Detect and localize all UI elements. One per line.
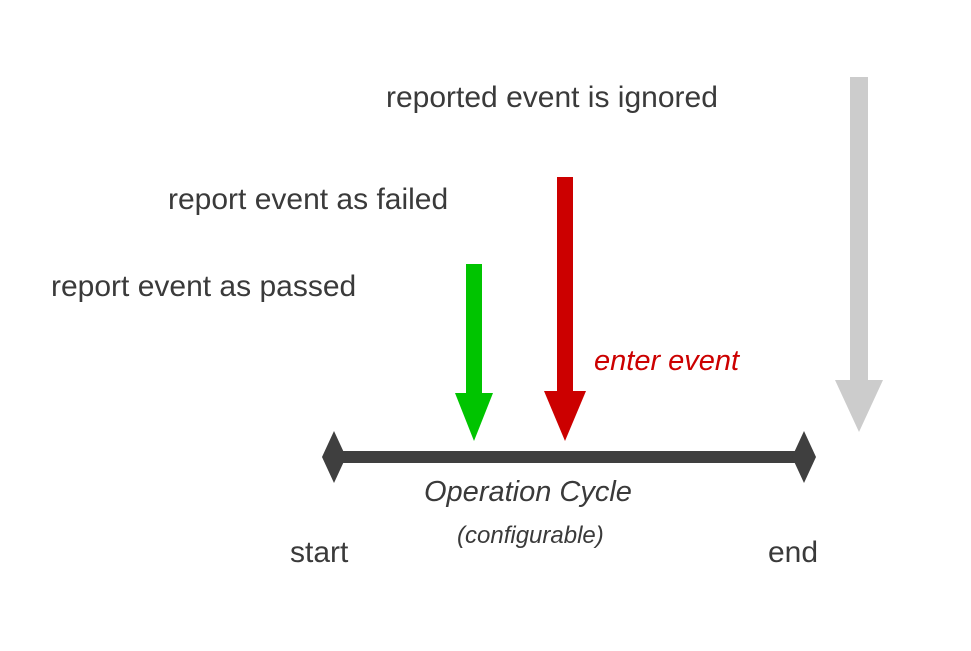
passed-arrow-head [455, 393, 493, 441]
passed-arrow-shaft [466, 264, 482, 394]
label-reported-event-ignored: reported event is ignored [386, 81, 718, 114]
label-timeline-end: end [768, 536, 819, 569]
label-operation-cycle: Operation Cycle [424, 476, 632, 508]
timeline-start-diamond [322, 431, 346, 483]
ignored-arrow-shaft [850, 77, 868, 381]
passed-arrow [455, 264, 493, 441]
failed-arrow [544, 177, 586, 441]
operation-cycle-timeline [322, 431, 816, 483]
failed-arrow-head [544, 391, 586, 441]
label-timeline-start: start [290, 536, 349, 569]
label-enter-event: enter event [594, 345, 740, 377]
label-configurable: (configurable) [457, 522, 604, 549]
timeline-bar [334, 451, 804, 463]
ignored-arrow-head [835, 380, 883, 432]
ignored-arrow [835, 77, 883, 432]
timeline-end-diamond [792, 431, 816, 483]
label-report-event-failed: report event as failed [168, 183, 449, 216]
label-report-event-passed: report event as passed [51, 270, 357, 303]
failed-arrow-shaft [557, 177, 573, 392]
